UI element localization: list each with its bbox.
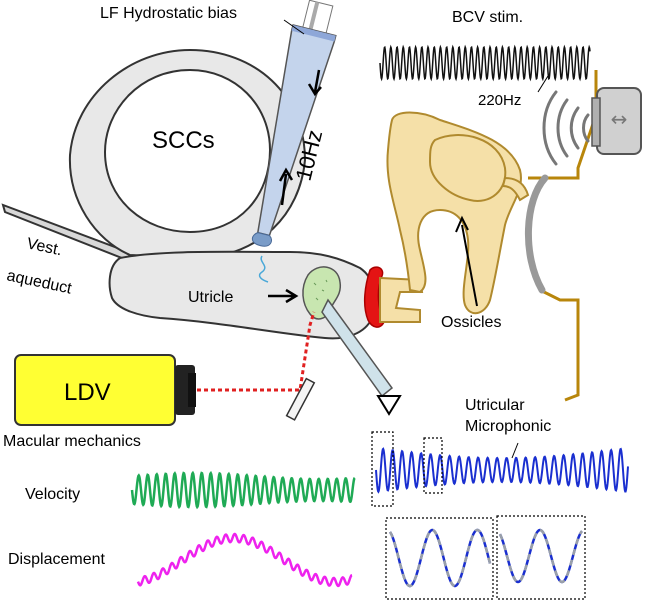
selection-box-2 <box>423 437 443 494</box>
ldv-label: LDV <box>64 379 111 406</box>
tympanic-membrane <box>525 174 549 294</box>
double-arrow-icon: ↔ <box>611 107 628 131</box>
shaker-plate <box>591 97 601 147</box>
lf-bias-leader <box>283 19 305 35</box>
utricle-label: Utricle <box>188 289 233 306</box>
flow-arrow-down-icon <box>307 69 322 97</box>
flow-arrow-up-icon <box>278 167 294 206</box>
zoom-fit-1 <box>388 528 492 588</box>
lf-bias-label: LF Hydrostatic bias <box>100 5 237 22</box>
microphonic-leader <box>511 442 519 459</box>
bcv-stim-label: BCV stim. <box>452 9 523 26</box>
electrode-tip-icon <box>376 395 402 416</box>
utricular-microphonic-trace <box>375 447 629 494</box>
selection-box-1 <box>371 431 394 507</box>
ossicles-arrow <box>455 215 478 307</box>
zoom-fit-2 <box>498 528 583 584</box>
bcv-stimulus-waveform <box>379 44 591 82</box>
vest-aqueduct-label-2: aqueduct <box>5 267 73 297</box>
ossicles-label: Ossicles <box>441 314 501 331</box>
displacement-label: Displacement <box>8 551 105 568</box>
zoom-box-1 <box>385 517 494 600</box>
macula-texture <box>313 279 328 301</box>
velocity-trace <box>130 470 356 510</box>
velocity-label: Velocity <box>25 486 80 503</box>
zoom-trace-2 <box>498 528 583 584</box>
macular-mechanics-label: Macular mechanics <box>3 433 141 450</box>
utricle-arrow <box>268 288 299 304</box>
zoom-box-2 <box>496 515 586 600</box>
vest-aqueduct-label-1: Vest. <box>25 235 63 259</box>
utricular-label-1: Utricular <box>465 397 525 414</box>
freq-220-leader <box>537 75 549 93</box>
malleus-head <box>428 134 507 202</box>
displacement-trace <box>136 532 353 588</box>
sccs-label: SCCs <box>152 127 215 154</box>
vibration-waves-icon <box>542 90 590 166</box>
laser-beam <box>197 311 316 392</box>
cupula-squiggle <box>258 255 269 283</box>
hydrostatic-pipette <box>251 0 337 247</box>
utricular-label-2: Microphonic <box>465 418 551 435</box>
freq-220-label: 220Hz <box>478 92 521 109</box>
malleus-handle <box>501 176 530 202</box>
mirror <box>285 377 316 421</box>
ldv-aperture <box>188 373 196 407</box>
